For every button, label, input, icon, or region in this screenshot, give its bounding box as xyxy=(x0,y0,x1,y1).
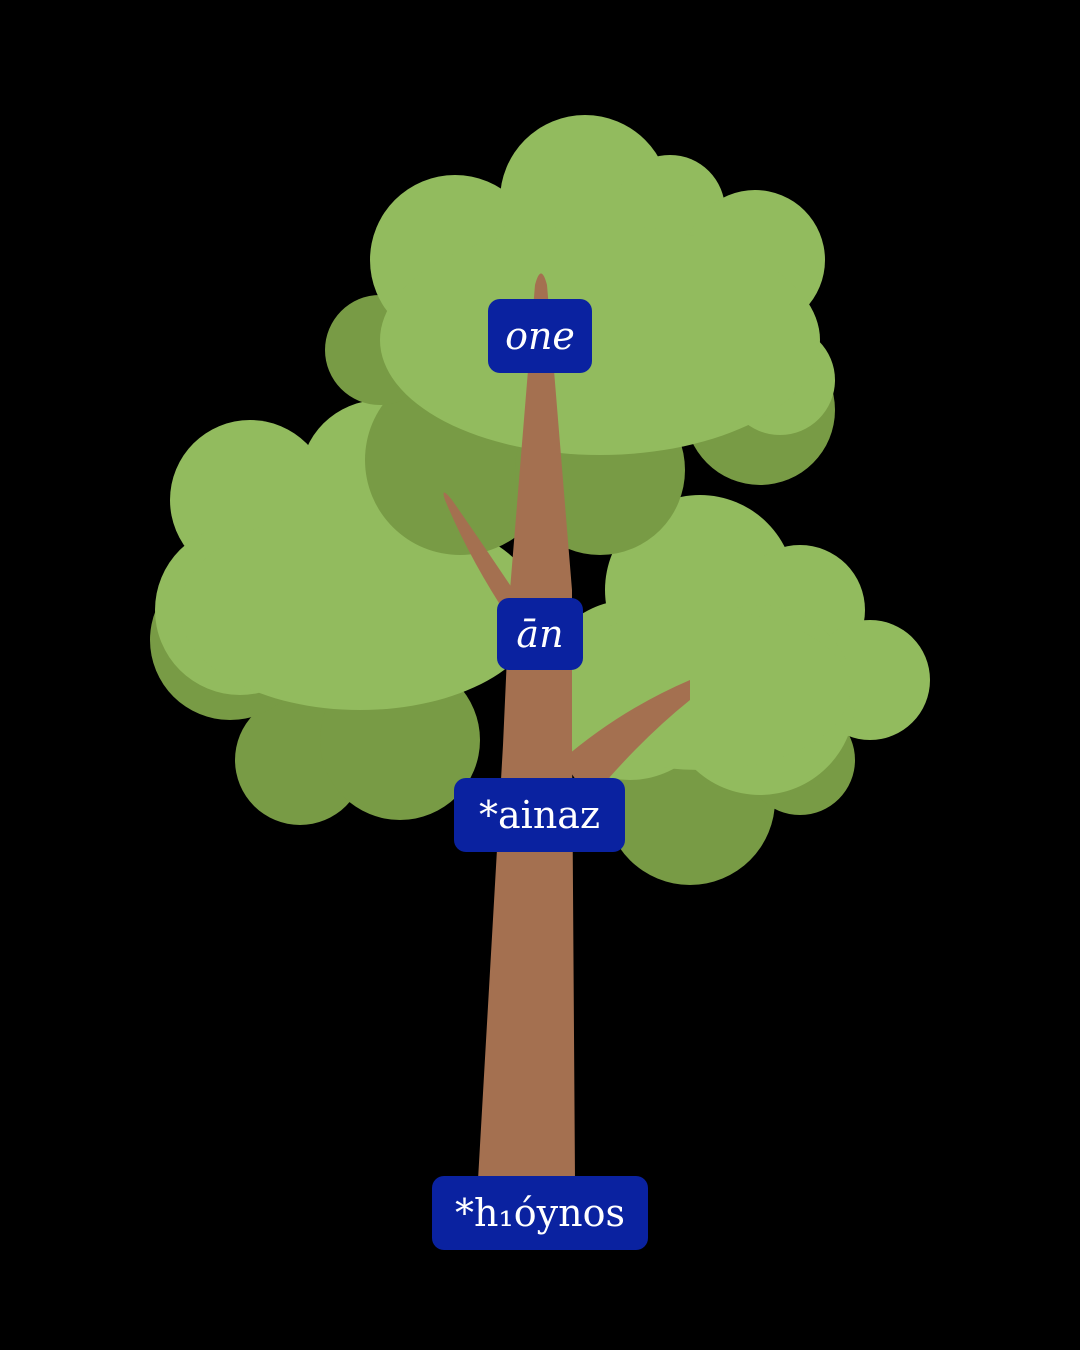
word-node-one: one xyxy=(488,299,592,373)
trunk xyxy=(443,273,690,1180)
word-node-ainaz: *ainaz xyxy=(454,778,625,852)
foliage-left-cluster xyxy=(150,400,540,825)
word-node-h1oynos: *h₁óynos xyxy=(432,1176,648,1250)
word-node-an: ān xyxy=(497,598,583,670)
foliage-top-cluster xyxy=(325,115,835,555)
